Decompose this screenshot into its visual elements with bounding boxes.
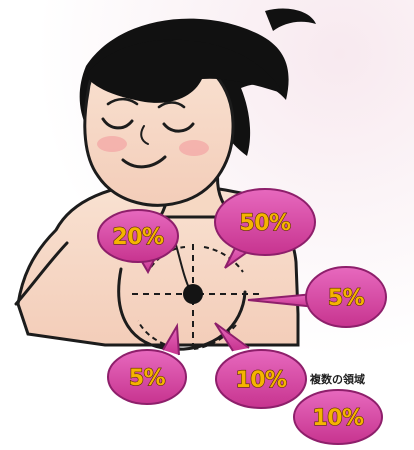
bubble-multiple-regions-text: 10% (312, 406, 364, 431)
bubble-lower-right-text: 10% (235, 368, 287, 393)
hair-strand (265, 9, 316, 31)
bubble-lower-left-text: 5% (129, 366, 166, 391)
bubble-upper-right-text: 50% (239, 211, 291, 236)
blush-right (179, 140, 209, 156)
multiple-regions-label: 複数の領域 (310, 371, 365, 387)
nipple-marker (183, 284, 203, 304)
head-group (80, 9, 316, 206)
bubble-upper-left-text: 20% (112, 225, 164, 250)
bubble-multiple-regions-group: 10% (294, 390, 382, 444)
bubble-outer-right-text: 5% (328, 286, 365, 311)
blush-left (97, 136, 127, 152)
